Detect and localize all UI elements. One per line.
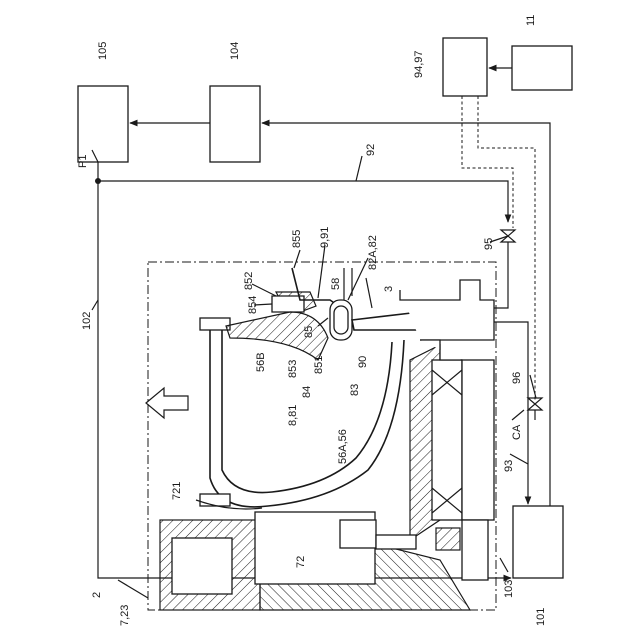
seal-block bbox=[436, 528, 460, 550]
signal-dash-to-95 bbox=[462, 96, 513, 228]
label-8-81: 8,81 bbox=[287, 405, 299, 426]
sensor-90-inner bbox=[334, 306, 348, 334]
label-855: 855 bbox=[291, 230, 303, 248]
line-92 bbox=[98, 181, 508, 222]
block-94-97 bbox=[443, 38, 487, 96]
casing-left-cavity bbox=[172, 538, 232, 594]
block-104 bbox=[210, 86, 260, 162]
label-9-91: 9,91 bbox=[319, 227, 331, 248]
shaft-end bbox=[462, 520, 488, 580]
label-102: 102 bbox=[81, 312, 93, 330]
label-P1: P1 bbox=[77, 155, 89, 168]
block-105 bbox=[78, 86, 128, 162]
label-851: 851 bbox=[313, 356, 325, 374]
label-11: 11 bbox=[525, 15, 537, 26]
inlet-flange-bottom bbox=[200, 494, 230, 506]
label-101: 101 bbox=[535, 608, 547, 626]
part-3 bbox=[352, 312, 420, 330]
label-103: 103 bbox=[503, 580, 515, 598]
label-96: 96 bbox=[511, 372, 523, 384]
part-72-stub bbox=[376, 535, 416, 549]
label-94-97: 94,97 bbox=[413, 50, 425, 78]
label-56B: 56B bbox=[255, 352, 267, 372]
label-58: 58 bbox=[330, 278, 342, 290]
valve-96-icon bbox=[528, 398, 542, 410]
label-90: 90 bbox=[357, 356, 369, 368]
label-7-23: 7,23 bbox=[119, 605, 131, 626]
label-95: 95 bbox=[483, 238, 495, 250]
bearing-stack bbox=[432, 360, 462, 520]
label-93: 93 bbox=[503, 460, 515, 472]
inlet-flange-top bbox=[200, 318, 230, 330]
shaft bbox=[462, 360, 494, 520]
label-105: 105 bbox=[97, 42, 109, 60]
label-83: 83 bbox=[349, 384, 361, 396]
label-92: 92 bbox=[365, 144, 377, 156]
block-101 bbox=[513, 506, 563, 578]
label-852: 852 bbox=[243, 272, 255, 290]
label-85: 85 bbox=[303, 326, 315, 338]
label-2: 2 bbox=[91, 592, 103, 598]
label-721: 721 bbox=[171, 482, 183, 500]
label-3: 3 bbox=[383, 286, 395, 292]
block-11 bbox=[512, 46, 572, 90]
flow-arrow-56B bbox=[146, 388, 188, 418]
label-853: 853 bbox=[287, 360, 299, 378]
leader-2 bbox=[118, 580, 148, 598]
housing-stack bbox=[400, 280, 494, 340]
label-104: 104 bbox=[229, 42, 241, 60]
label-56A-56: 56A,56 bbox=[337, 429, 349, 464]
part-72-shaft bbox=[340, 520, 376, 548]
label-CA: CA bbox=[511, 424, 523, 440]
label-84: 84 bbox=[301, 386, 313, 398]
label-72: 72 bbox=[295, 556, 307, 568]
label-854: 854 bbox=[247, 296, 259, 314]
label-82A-82: 82A,82 bbox=[367, 235, 379, 270]
